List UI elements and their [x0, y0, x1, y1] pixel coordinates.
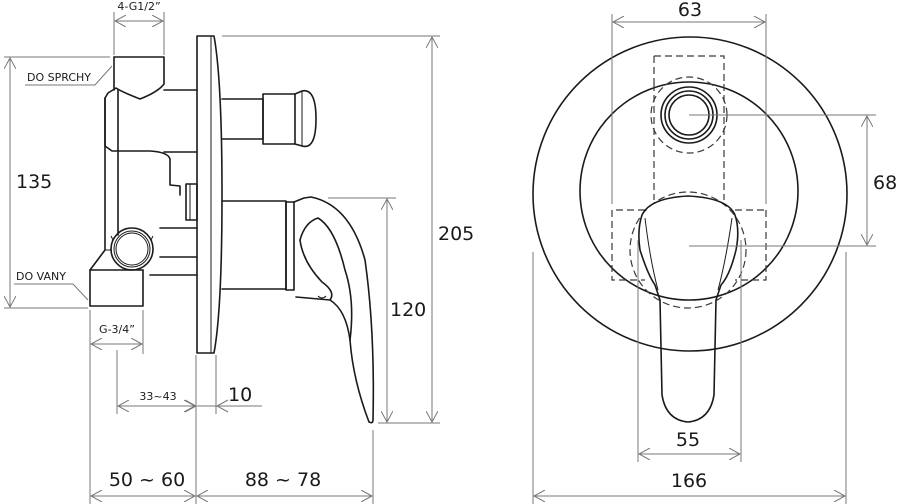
- dim-body-height: 135: [4, 56, 110, 309]
- dim-lever-height: 120: [328, 197, 440, 424]
- outlet-port: [110, 227, 154, 271]
- dim-total-height: 205: [222, 35, 474, 422]
- cover-plate: [196, 35, 223, 354]
- projection-value: 88 ~ 78: [245, 469, 321, 491]
- axis-distance-value: 68: [873, 172, 897, 194]
- dim-plate-diameter: 166: [532, 252, 847, 504]
- dim-mounting-depth: 33~43: [116, 350, 197, 504]
- inner-ring: [579, 81, 799, 301]
- dim-connection-bottom: G-3/4”: [89, 310, 144, 504]
- dim-projection: 88 ~ 78: [197, 430, 374, 504]
- lever-height-value: 120: [390, 299, 426, 321]
- leader-shower-outlet: DO SPRCHY: [25, 65, 113, 86]
- body-depth-value: 50 ~ 60: [109, 469, 185, 491]
- dim-plate-thickness: 10: [184, 355, 262, 414]
- lever-width-value: 55: [676, 429, 700, 451]
- valve-body: [89, 56, 198, 307]
- diverter-knob: [221, 89, 317, 148]
- total-height-value: 205: [438, 223, 474, 245]
- side-view: 4-G1/2” DO SPRCHY DO VANY 135 G-3/4”: [4, 0, 474, 504]
- dim-axis-distance: 68: [689, 114, 897, 247]
- leader-bath-outlet: DO VANY: [14, 270, 89, 301]
- front-view: 63 68 55 166: [532, 0, 897, 504]
- box-width-value: 63: [678, 0, 702, 21]
- body-height-value: 135: [16, 171, 52, 193]
- outer-plate: [532, 36, 848, 352]
- shower-outlet-label: DO SPRCHY: [27, 71, 91, 84]
- bath-outlet-label: DO VANY: [16, 270, 66, 283]
- lever-handle: [221, 196, 375, 424]
- dim-lever-width: 55: [637, 240, 742, 462]
- lever-front: [629, 191, 747, 423]
- plate-diameter-value: 166: [671, 470, 707, 492]
- dim-connection-top: 4-G1/2”: [113, 0, 165, 55]
- connection-top-label: 4-G1/2”: [117, 0, 160, 13]
- mounting-depth-value: 33~43: [139, 390, 176, 403]
- connection-bottom-label: G-3/4”: [99, 323, 135, 336]
- dim-box-width: 63: [611, 0, 767, 204]
- plate-thickness-value: 10: [228, 384, 252, 406]
- dim-body-depth: 50 ~ 60: [91, 469, 195, 496]
